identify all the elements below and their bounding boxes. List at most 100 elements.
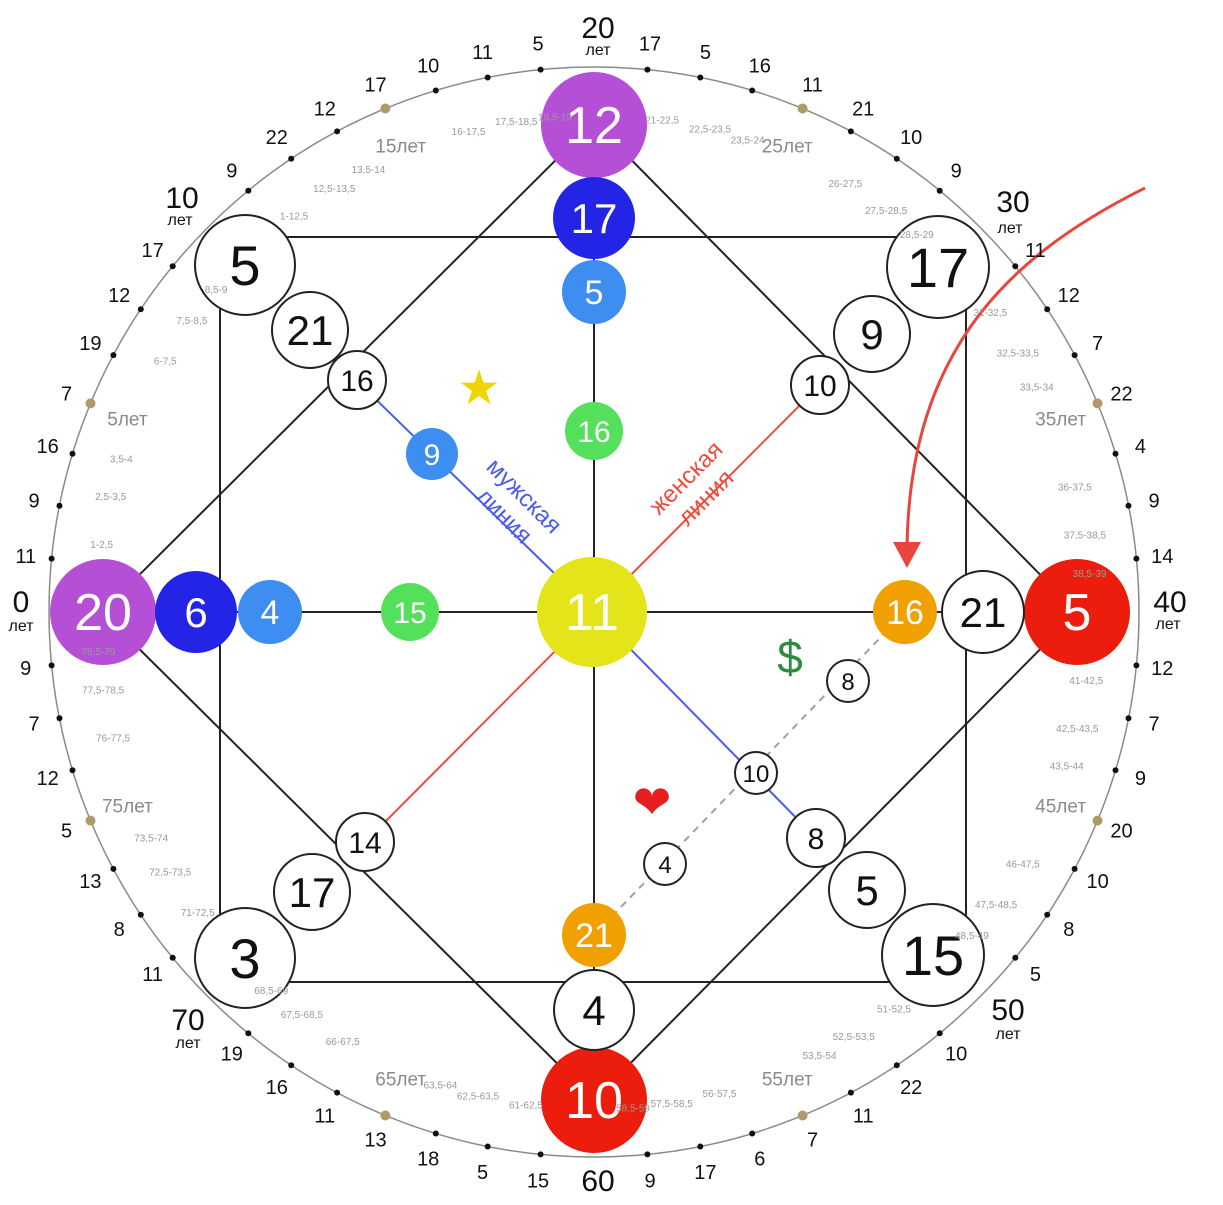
ring-range: 42,5-43,5 [1056,724,1099,735]
five-year-label: 75лет [102,796,153,817]
node-left-purple: 20 [50,559,156,665]
ring-dot [644,1151,651,1158]
node-tl-5: 5 [194,214,296,316]
ring-dot [697,1143,704,1150]
node-tl-21: 21 [271,291,349,369]
ring-dot [137,911,144,918]
svg-text:50: 50 [991,994,1024,1027]
svg-text:14: 14 [348,827,381,860]
age-label-30: 30 лет [996,186,1029,237]
svg-text:21: 21 [960,589,1007,636]
ring-number: 7 [1092,333,1103,355]
ring-number: 11 [314,1106,335,1128]
ring-number: 12 [36,768,58,790]
ring-dot [1012,954,1019,961]
ring-number: 10 [900,127,922,149]
ring-number: 9 [644,1170,655,1192]
female-line-label: женская линия [644,436,739,531]
svg-text:20: 20 [74,584,132,642]
svg-text:8: 8 [841,669,854,696]
ring-dot [749,87,756,94]
node-money-4: 4 [643,842,687,886]
age-label-20: 20 лет [581,12,614,59]
heart-icon: ❤ [633,776,672,828]
svg-text:4: 4 [582,987,605,1034]
ring-range: 72,5-73,5 [149,868,192,879]
node-bl-14: 14 [335,812,395,872]
node-br-5: 5 [828,851,906,929]
ring-number: 17 [364,75,386,97]
ring-number: 19 [221,1043,243,1065]
ring-dot [56,502,63,509]
svg-text:11: 11 [565,584,619,642]
ring-range: 6-7,5 [154,357,177,368]
ring-range: 66-67,5 [326,1037,360,1048]
ring-number: 17 [141,240,163,262]
ring-number: 11 [1025,240,1046,262]
five-year-label: 25лет [762,136,813,157]
svg-text:15: 15 [902,924,964,987]
ring-number: 6 [754,1148,765,1170]
ring-dot [48,555,55,562]
node-bottom-orange: 21 [562,903,626,967]
ring-number: 19 [79,333,101,355]
ring-dot [749,1130,756,1137]
ring-dot [893,155,900,162]
svg-text:30: 30 [996,186,1029,219]
ring-range: 12,5-13,5 [313,184,356,195]
ring-dot [288,1062,295,1069]
node-right-orange: 16 [873,580,937,644]
ring-number: 10 [417,56,439,78]
ring-range: 38,5-39 [1073,569,1107,580]
ring-number: 7 [1148,713,1159,735]
ring-number: 4 [1135,436,1146,458]
svg-text:10: 10 [565,1072,623,1130]
node-tr-10: 10 [790,355,850,415]
ring-range: 46-47,5 [1006,859,1040,870]
ring-number: 16 [36,436,58,458]
ring-number: 20 [1110,821,1132,843]
ring-dot [1044,306,1051,313]
svg-text:70: 70 [171,1004,204,1037]
ring-dot [1125,715,1132,722]
ring-ranges: 1-2,52,5-3,53,5-46-7,57,5-8,58,5-91-12,5… [82,113,1107,1115]
svg-text:60: 60 [581,1165,614,1198]
svg-text:10: 10 [165,182,198,215]
ring-number: 5 [1030,964,1041,986]
ring-number: 11 [472,42,493,64]
ring-dot [1125,502,1132,509]
ring-number: 11 [15,546,36,568]
svg-text:5: 5 [855,867,878,914]
ring-range: 71-72,5 [181,908,215,919]
ring-number: 9 [28,491,39,513]
svg-text:16: 16 [577,416,610,449]
ring-range: 23,5-24 [731,135,765,146]
male-line-label: мужская линия [471,453,567,549]
ring-dot [847,128,854,135]
ring-number: 11 [802,75,823,97]
node-bl-17: 17 [273,853,351,931]
dollar-icon: $ [777,631,803,683]
ring-dot [110,865,117,872]
ring-range: 1-12,5 [280,212,309,223]
ring-dot-five-year [380,103,391,114]
ring-dot [69,450,76,457]
svg-text:лет: лет [175,1035,201,1052]
ring-range: 7,5-8,5 [176,316,208,327]
star-icon: ★ [457,362,500,415]
ring-range: 28,5-29 [900,230,934,241]
node-money-8: 8 [826,659,870,703]
svg-text:4: 4 [658,852,671,879]
svg-text:8: 8 [808,823,825,856]
ring-range: 76-77,5 [96,734,130,745]
node-center: 11 [537,557,647,667]
node-bottom-red: 10 [541,1047,647,1153]
ring-number: 16 [749,56,771,78]
ring-dot [432,1130,439,1137]
ring-dot [847,1089,854,1096]
svg-text:12: 12 [565,97,623,155]
age-label-60: 60 [581,1165,614,1198]
ring-dot-five-year [797,103,808,114]
